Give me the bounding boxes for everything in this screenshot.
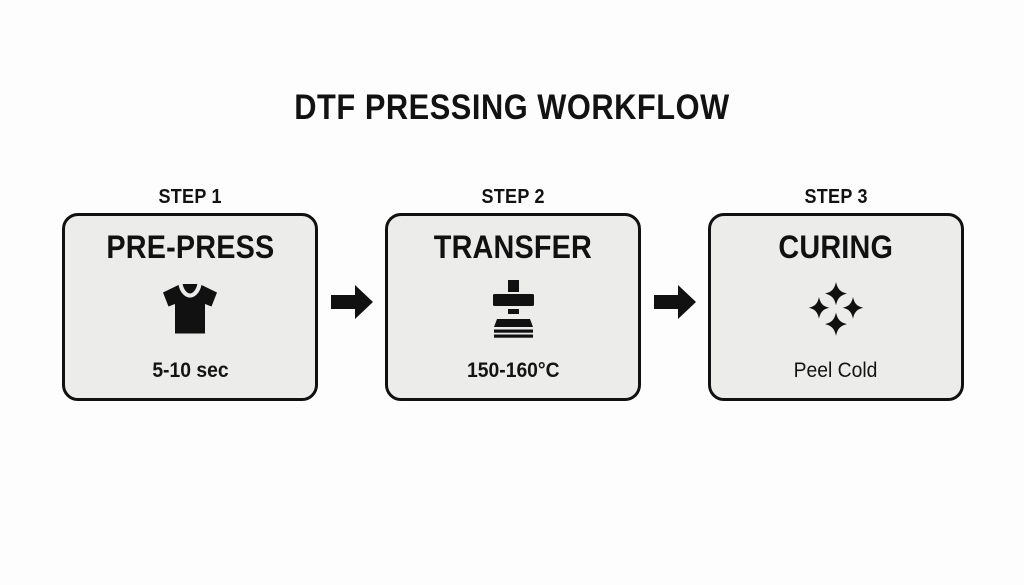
- step-title-3: CURING: [778, 229, 894, 265]
- workflow-step-2: STEP 2 TRANSFER 150-160°C: [385, 186, 641, 401]
- step-caption-3: Peel Cold: [794, 359, 878, 382]
- step-caption-1: 5-10 sec: [151, 359, 229, 382]
- workflow-step-3: STEP 3 CURING Peel Col: [708, 186, 964, 401]
- step-title-1: PRE-PRESS: [105, 229, 275, 265]
- step-card-3[interactable]: CURING Peel Cold: [708, 213, 964, 401]
- step-icon-2: [483, 280, 543, 343]
- arrow-right-icon: [653, 284, 696, 325]
- sparkles-icon: [806, 281, 866, 342]
- heat-press-icon: [483, 280, 543, 343]
- step-caption-2: 150-160°C: [466, 359, 560, 382]
- step-label-1: STEP 1: [158, 186, 222, 208]
- step-card-2[interactable]: TRANSFER 150-160°C: [385, 213, 641, 401]
- step-label-3: STEP 3: [804, 186, 868, 208]
- connector-1: [319, 210, 385, 398]
- arrow-right-icon: [330, 284, 373, 325]
- step-icon-1: [159, 281, 221, 343]
- workflow-step-1: STEP 1 PRE-PRESS 5-10 sec: [62, 186, 318, 401]
- step-card-1[interactable]: PRE-PRESS 5-10 sec: [62, 213, 318, 401]
- step-icon-3: [806, 281, 866, 343]
- connector-2: [642, 210, 708, 398]
- tshirt-icon: [159, 281, 221, 342]
- workflow-diagram: STEP 1 PRE-PRESS 5-10 sec STEP 2: [62, 186, 964, 408]
- step-title-2: TRANSFER: [433, 229, 593, 265]
- step-label-2: STEP 2: [481, 186, 545, 208]
- page-title: DTF PRESSING WORKFLOW: [294, 88, 730, 127]
